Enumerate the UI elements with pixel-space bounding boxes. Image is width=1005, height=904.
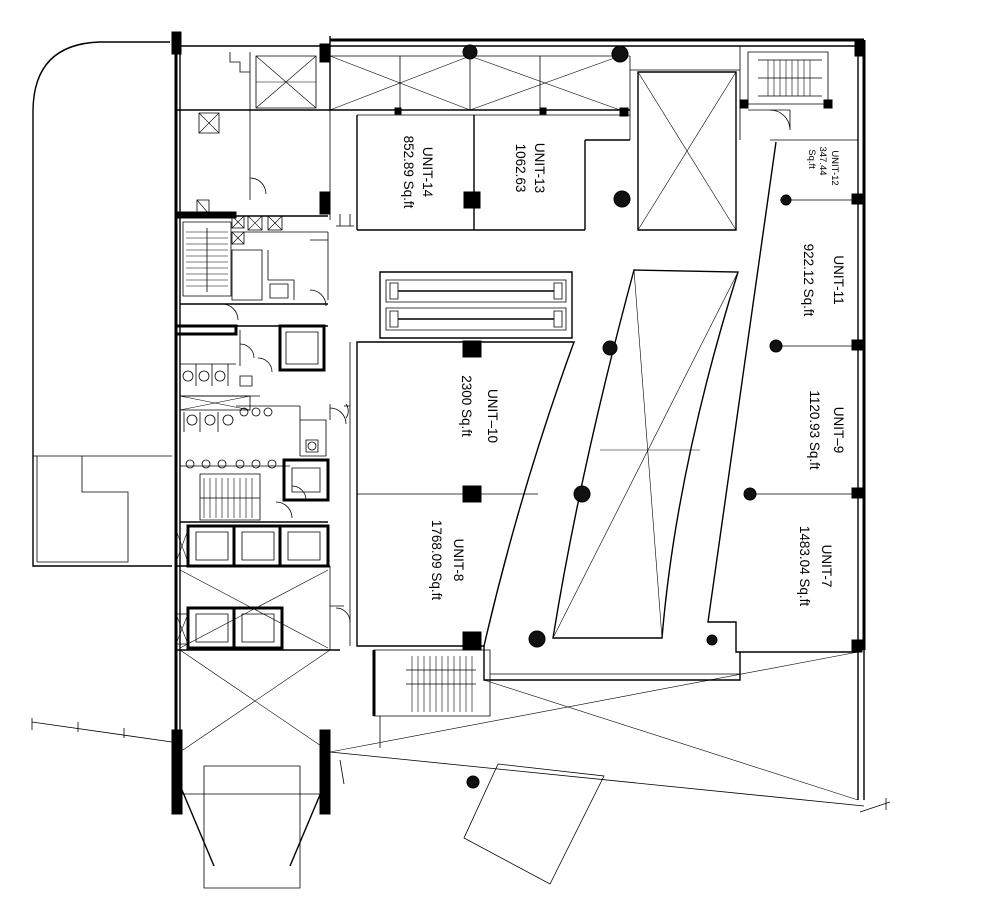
unit-9-name: UNIT–9 bbox=[831, 407, 846, 454]
unit-13-name: UNIT-13 bbox=[532, 143, 547, 193]
unit-10-name: UNIT–10 bbox=[485, 389, 500, 443]
units-10-8 bbox=[344, 341, 574, 650]
unit-7-area: 1483.04 Sq.ft bbox=[797, 526, 812, 607]
service-core bbox=[176, 52, 354, 650]
left-wing-outline bbox=[33, 42, 172, 566]
unit-7-label: UNIT-7 1483.04 Sq.ft bbox=[797, 526, 834, 607]
unit-12-area-unit: Sq.ft bbox=[806, 149, 817, 169]
unit-8-label: UNIT-8 1768.09 Sq.ft bbox=[429, 520, 466, 601]
units-13-14 bbox=[357, 115, 631, 230]
entrance-forecourt bbox=[32, 650, 890, 888]
unit-7-name: UNIT-7 bbox=[819, 545, 834, 588]
building-envelope bbox=[172, 32, 864, 810]
lower-stair bbox=[374, 650, 490, 748]
top-corridor bbox=[330, 44, 630, 140]
unit-12-name: UNIT-12 bbox=[829, 150, 840, 185]
unit-11-area: 922.12 Sq.ft bbox=[801, 244, 816, 317]
escalators bbox=[380, 272, 572, 338]
unit-10-area: 2300 Sq.ft bbox=[459, 375, 474, 437]
unit-13-area: 1062.63 bbox=[513, 144, 528, 193]
right-units bbox=[484, 142, 862, 680]
unit-11-label: UNIT-11 922.12 Sq.ft bbox=[801, 244, 846, 317]
unit-9-area: 1120.93 Sq.ft bbox=[807, 390, 822, 470]
unit-9-label: UNIT–9 1120.93 Sq.ft bbox=[807, 390, 846, 470]
unit-12-label: UNIT-12 347.44 Sq.ft bbox=[806, 146, 840, 185]
unit-13-label: UNIT-13 1062.63 bbox=[513, 143, 547, 193]
top-right-stair bbox=[740, 52, 858, 140]
unit-8-area: 1768.09 Sq.ft bbox=[429, 520, 444, 601]
unit-8-name: UNIT-8 bbox=[451, 539, 466, 582]
unit-10-label: UNIT–10 2300 Sq.ft bbox=[459, 375, 500, 443]
atrium-void-central bbox=[528, 270, 738, 648]
unit-12-area-value: 347.44 bbox=[817, 146, 828, 175]
unit-11-name: UNIT-11 bbox=[831, 255, 846, 304]
atrium-void-top bbox=[630, 46, 740, 230]
unit-14-area: 852.89 Sq.ft bbox=[401, 136, 416, 209]
unit-14-name: UNIT-14 bbox=[420, 147, 435, 198]
unit-14-label: UNIT-14 852.89 Sq.ft bbox=[401, 136, 435, 209]
